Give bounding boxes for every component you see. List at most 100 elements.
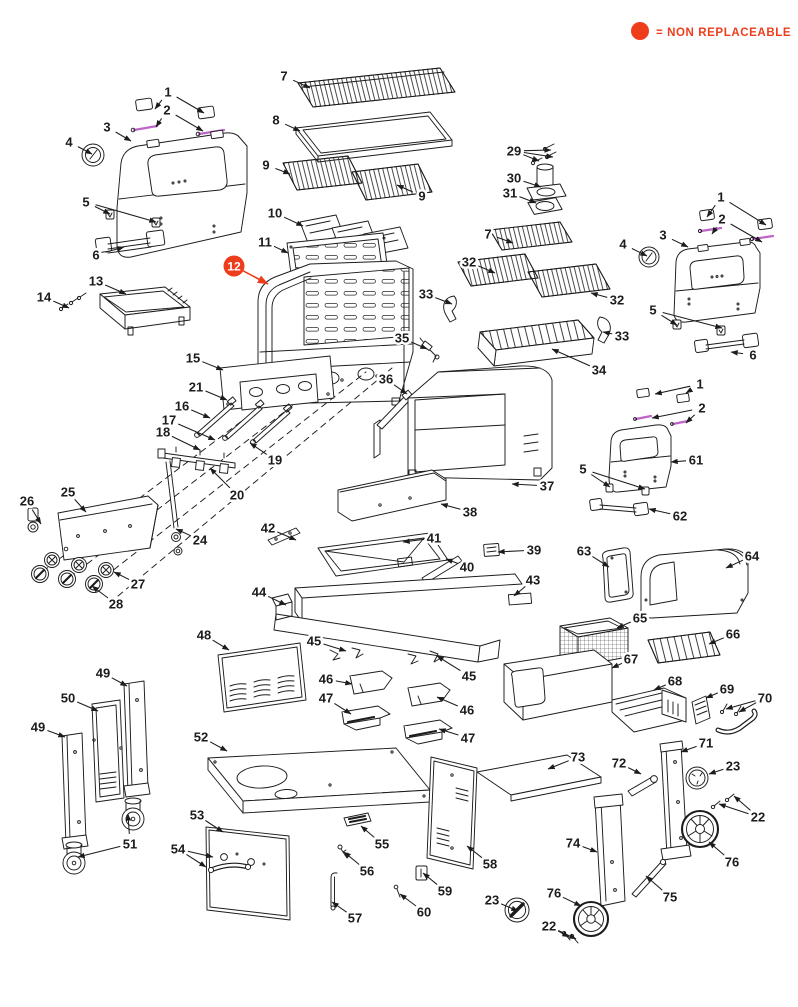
callout-24: 24	[175, 528, 210, 550]
callout-28: 28	[91, 585, 126, 614]
callout-50: 50	[58, 688, 99, 712]
callout-73: 73	[547, 747, 588, 770]
callout-25: 25	[58, 482, 87, 513]
svg-text:4: 4	[619, 237, 627, 252]
svg-text:7: 7	[484, 227, 491, 242]
callout-33: 33	[602, 326, 632, 346]
callout-21: 21	[186, 377, 228, 401]
part-rear-leg-71	[659, 740, 692, 861]
callout-30: 30	[504, 168, 542, 188]
svg-text:2: 2	[163, 103, 170, 118]
part-block-39	[483, 543, 500, 557]
part-screw-56	[337, 844, 349, 859]
callout-33: 33	[416, 284, 453, 305]
part-ash-pan-68	[611, 687, 687, 733]
svg-text:67: 67	[624, 652, 638, 667]
callout-53: 53	[187, 805, 224, 833]
part-hubcap-23-left	[504, 897, 530, 923]
svg-text:58: 58	[483, 857, 497, 872]
part-wheel-76-right	[680, 809, 720, 849]
svg-text:5: 5	[82, 195, 89, 210]
svg-text:17: 17	[162, 413, 176, 428]
panel-louvers	[229, 675, 295, 702]
part-side-panel-50	[91, 699, 125, 803]
callout-37: 37	[511, 476, 557, 496]
svg-text:46: 46	[319, 672, 333, 687]
callout-22: 22	[718, 795, 768, 827]
part-warming-rack-7	[297, 67, 456, 108]
svg-text:26: 26	[20, 494, 34, 509]
callout-6: 6	[730, 345, 759, 365]
callout-2: 2	[651, 398, 708, 424]
callout-9: 9	[260, 155, 291, 175]
svg-text:4: 4	[65, 135, 73, 150]
svg-text:15: 15	[186, 351, 200, 366]
svg-text:63: 63	[577, 544, 591, 559]
svg-text:5: 5	[649, 303, 656, 318]
part-side-firebox-67	[503, 649, 613, 721]
callout-69: 69	[705, 679, 737, 699]
svg-text:43: 43	[526, 573, 540, 588]
svg-text:64: 64	[745, 549, 760, 564]
part-grease-tray-41	[317, 532, 449, 577]
non-replaceable-dot	[631, 22, 649, 40]
part-hood-64	[640, 548, 749, 619]
svg-text:1: 1	[696, 377, 703, 392]
svg-text:6: 6	[92, 248, 99, 263]
callout-55: 55	[360, 825, 392, 854]
part-frame-43	[273, 573, 533, 663]
svg-text:52: 52	[194, 730, 208, 745]
svg-text:7: 7	[280, 69, 287, 84]
svg-text:35: 35	[395, 331, 409, 346]
svg-text:68: 68	[668, 674, 682, 689]
part-screws-14	[58, 292, 87, 312]
callout-54: 54	[168, 839, 214, 868]
callout-23: 23	[708, 756, 743, 776]
callout-51: 51	[77, 813, 140, 859]
part-grease-cups-46	[349, 670, 451, 707]
callout-45: 45	[304, 631, 347, 652]
callout-1: 1	[654, 374, 706, 396]
callout-14: 14	[34, 287, 70, 309]
callout-5: 5	[577, 459, 646, 490]
svg-text:25: 25	[61, 485, 75, 500]
svg-text:66: 66	[726, 627, 740, 642]
svg-text:9: 9	[262, 158, 269, 173]
part-chimney-group	[526, 143, 567, 215]
callout-71: 71	[680, 733, 716, 753]
callout-2: 2	[155, 100, 204, 132]
svg-text:47: 47	[461, 731, 475, 746]
callout-74: 74	[563, 833, 598, 853]
part-cup-holders-47	[341, 705, 453, 745]
part-front-leg-74	[593, 793, 626, 907]
callout-29: 29	[504, 141, 554, 162]
callout-59: 59	[422, 872, 455, 901]
svg-text:45: 45	[307, 634, 321, 649]
callout-11: 11	[256, 232, 289, 254]
svg-text:37: 37	[540, 479, 554, 494]
part-axle-72	[627, 775, 658, 797]
svg-text:1: 1	[717, 190, 724, 205]
callout-47: 47	[438, 728, 478, 748]
part-bracket-42	[267, 527, 301, 546]
part-small-grate-66	[647, 631, 721, 664]
part-supply-pipe-24	[165, 460, 183, 556]
callout-56: 56	[343, 851, 377, 881]
part-manifold-20	[157, 446, 236, 474]
callout-49: 49	[28, 717, 66, 738]
svg-text:42: 42	[261, 521, 275, 536]
part-front-panel-38	[337, 469, 447, 522]
callouts-layer: 1234567899101112131415211617181920252624…	[17, 66, 775, 940]
callout-76: 76	[708, 841, 742, 872]
svg-text:29: 29	[507, 144, 521, 159]
callout-31: 31	[500, 183, 537, 204]
svg-text:57: 57	[348, 911, 362, 926]
svg-text:54: 54	[171, 842, 186, 857]
svg-text:39: 39	[527, 543, 541, 558]
callout-22: 22	[539, 916, 577, 940]
callout-49: 49	[93, 663, 128, 687]
legend-text: = NON REPLACEABLE	[656, 27, 791, 39]
part-cooking-grates-9	[282, 155, 433, 201]
callout-60: 60	[399, 893, 434, 922]
